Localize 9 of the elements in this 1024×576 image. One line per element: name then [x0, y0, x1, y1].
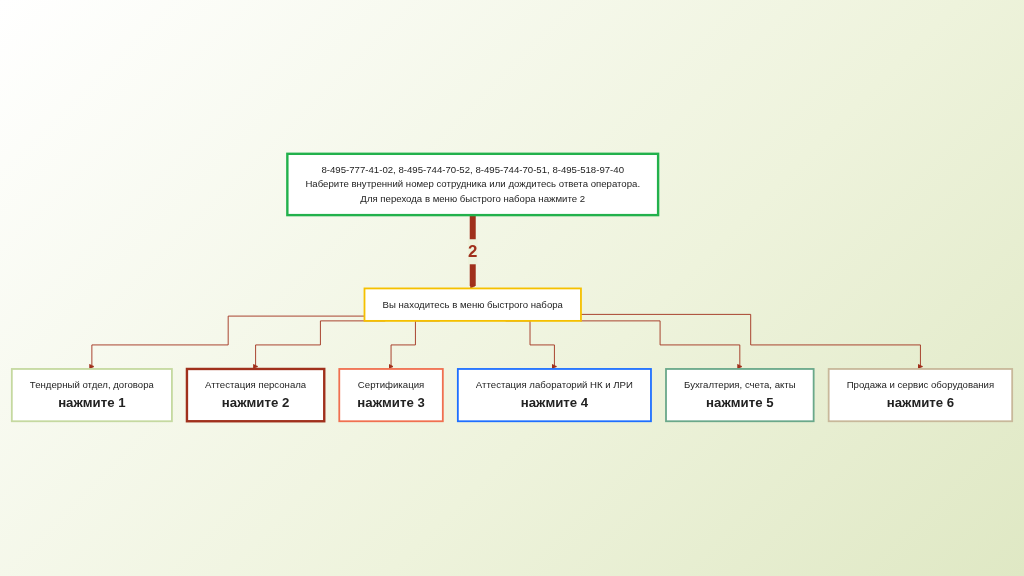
node-box [10, 368, 173, 423]
node-box [665, 368, 815, 423]
node-box [827, 368, 1014, 423]
node-box [363, 288, 582, 323]
node-box [338, 368, 444, 423]
node-box [185, 368, 326, 423]
node-box [286, 153, 660, 217]
node-box [456, 368, 652, 423]
flowchart-drawing: 2 8-495-777-41-02, 8-495-744-70-52, 8-495-744-70-51, 8-495-518-97-40 Наберите внутренний номер сотрудника или дождитесь ответа оператора. Для перехода в меню быстрого набора нажмите 2 Вы находитесь в меню быстрого набора Продажа и сервис оборудования нажмите 6 Тендерный отдел, договора нажмите 1 Бухгалтерия, счета, акты нажмите 5 Аттестация персонала нажмите 2 Аттестация лабораторий НК и ЛРИ нажмите 4 Сертификация нажмите 3 [7, 149, 1017, 427]
